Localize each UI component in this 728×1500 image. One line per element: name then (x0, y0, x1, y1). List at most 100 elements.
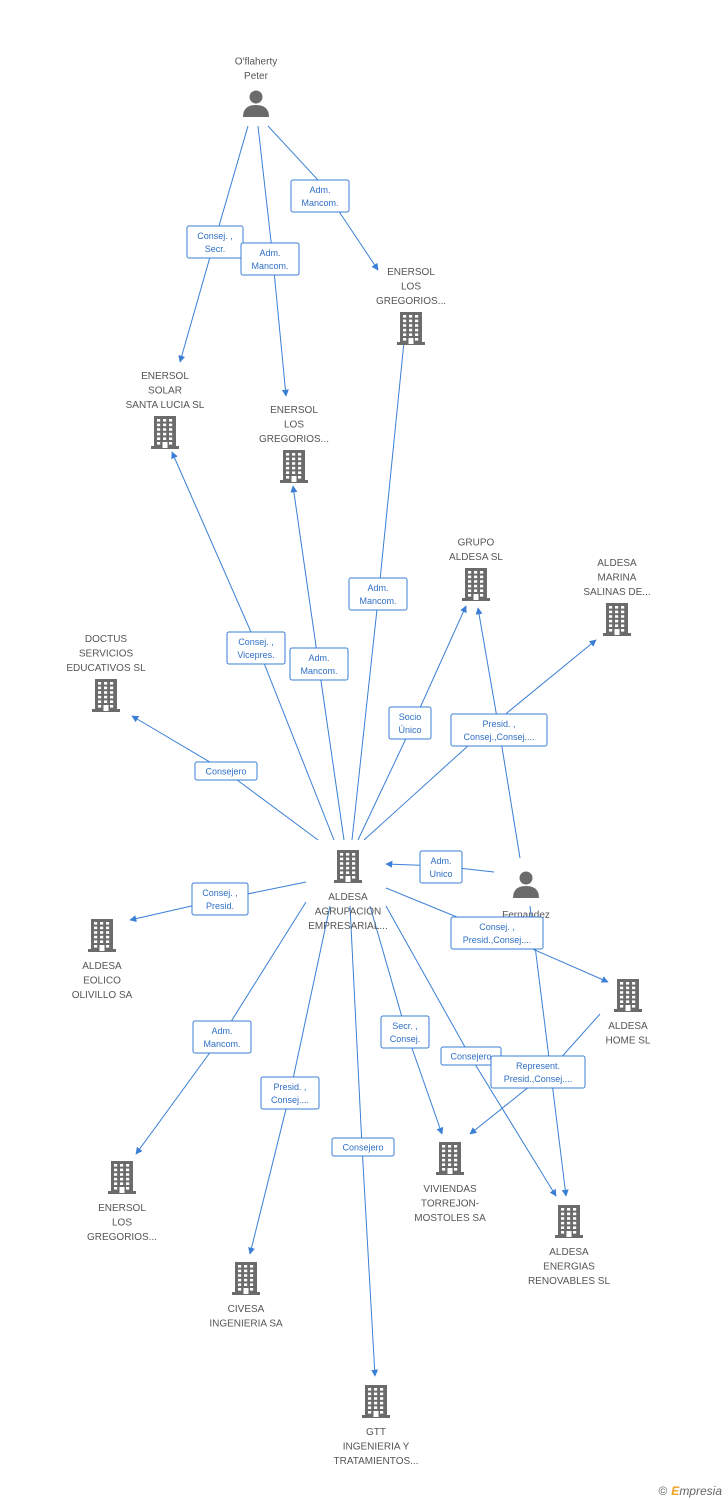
edge-label-box[interactable] (260, 1076, 320, 1110)
company-node-aldesa_agr[interactable]: ALDESAAGRUPACIONEMPRESARIAL... (308, 850, 388, 932)
edge-label-e8[interactable]: Presid. ,Consej.,Consej.... (450, 713, 548, 747)
node-label-line: SOLAR (148, 386, 182, 397)
node-label-line: ALDESA (549, 1247, 589, 1258)
building-icon (334, 850, 362, 883)
edge-label-text: Consej. , (479, 922, 515, 932)
edge-label-e1[interactable]: Adm.Mancom. (290, 179, 350, 213)
edge-label-e20[interactable]: Represent.Presid.,Consej.... (490, 1055, 586, 1089)
company-node-aldesa_energias[interactable]: ALDESA ENERGIAS RENOVABLES SL (528, 1205, 611, 1287)
node-label-line: TRATAMIENTOS... (333, 1456, 418, 1467)
brand-name: mpresia (679, 1484, 722, 1498)
building-icon (92, 679, 120, 712)
node-label-line: ALDESA (597, 558, 637, 569)
edge-label-text: Mancom. (203, 1039, 240, 1049)
edge-label-e2[interactable]: Consej. ,Secr. (186, 225, 244, 259)
edge-label-box[interactable] (331, 1137, 395, 1157)
edge-label-box[interactable] (388, 706, 432, 740)
building-icon (614, 979, 642, 1012)
node-label-line: LOS (284, 420, 304, 431)
edge-label-box[interactable] (419, 850, 463, 884)
edge-label-e12[interactable]: Consej. ,Presid. (191, 882, 249, 916)
node-label-line: EDUCATIVOS SL (66, 663, 146, 674)
edge-label-e18[interactable]: Consejero (440, 1046, 502, 1066)
edge-label-e4[interactable]: Adm.Mancom. (348, 577, 408, 611)
edge-label-e10[interactable]: Consejero (194, 761, 258, 781)
node-label-line: RENOVABLES SL (528, 1276, 611, 1287)
company-node-aldesa_home[interactable]: ALDESA HOME SL (605, 979, 651, 1047)
node-label-line: ENERSOL (141, 371, 189, 382)
edge-label-box[interactable] (191, 882, 249, 916)
node-label-line: CIVESA (228, 1304, 265, 1315)
edge-label-e17[interactable]: Secr. ,Consej. (380, 1015, 430, 1049)
node-label-line: ENERGIAS (543, 1262, 595, 1273)
building-icon (462, 568, 490, 601)
company-node-enersol_greg3[interactable]: ENERSOLLOSGREGORIOS... (87, 1161, 157, 1243)
edge-label-box[interactable] (450, 916, 544, 950)
edge-label-text: Represent. (516, 1061, 560, 1071)
edge-label-text: Consej. , (238, 637, 274, 647)
node-label-line: EMPRESARIAL... (308, 921, 387, 932)
edge-label-box[interactable] (450, 713, 548, 747)
edge-label-text: Secr. , (392, 1021, 418, 1031)
edge-label-box[interactable] (186, 225, 244, 259)
edge-label-box[interactable] (490, 1055, 586, 1089)
edge-labels-layer: Adm.Mancom.Consej. ,Secr.Adm.Mancom.Adm.… (186, 179, 586, 1157)
node-label-line: ENERSOL (387, 267, 435, 278)
edge-label-e14[interactable]: Adm. Mancom. (192, 1020, 252, 1054)
edge-label-box[interactable] (240, 242, 300, 276)
edge-label-e11[interactable]: Adm.Unico (419, 850, 463, 884)
brand-initial: E (671, 1484, 680, 1498)
edge-label-text: Mancom. (251, 261, 288, 271)
edge-label-text: Consej. , (202, 888, 238, 898)
node-label-line: Peter (244, 71, 269, 82)
node-label-line: LOS (112, 1218, 132, 1229)
node-label-line: GRUPO (458, 538, 495, 549)
edge-label-box[interactable] (348, 577, 408, 611)
edge-label-box[interactable] (380, 1015, 430, 1049)
edge-label-box[interactable] (289, 647, 349, 681)
edges-layer (129, 125, 609, 1377)
company-node-enersol_greg2[interactable]: ENERSOLLOSGREGORIOS... (376, 267, 446, 345)
node-label-line: GREGORIOS... (259, 434, 329, 445)
edge-label-e6[interactable]: Adm.Mancom. (289, 647, 349, 681)
edge-label-e13[interactable]: Consej. ,Presid.,Consej.... (450, 916, 544, 950)
building-icon (108, 1161, 136, 1194)
node-label-line: HOME SL (605, 1036, 650, 1047)
edge-label-text: Presid. , (273, 1082, 306, 1092)
edge-label-box[interactable] (226, 631, 286, 665)
edge-label-box[interactable] (194, 761, 258, 781)
edge-label-e16[interactable]: Consejero (331, 1137, 395, 1157)
edge-label-text: Consejero (342, 1143, 383, 1153)
person-icon (243, 90, 269, 117)
node-label-line: GTT (366, 1427, 386, 1438)
edge-label-e5[interactable]: Consej. ,Vicepres. (226, 631, 286, 665)
copyright-symbol: © (658, 1484, 668, 1498)
edge-label-box[interactable] (290, 179, 350, 213)
edge-label-text: Único (398, 725, 421, 735)
edge-label-text: Adm. (211, 1026, 232, 1036)
edge-label-e15[interactable]: Presid. ,Consej.... (260, 1076, 320, 1110)
edge-label-text: Mancom. (301, 198, 338, 208)
building-icon (555, 1205, 583, 1238)
edge-label-text: Mancom. (359, 596, 396, 606)
company-node-enersol_greg1[interactable]: ENERSOLLOSGREGORIOS... (259, 405, 329, 483)
node-label-line: EOLICO (83, 976, 121, 987)
node-label-line: O'flaherty (235, 57, 277, 68)
edge-label-text: Consejero (205, 767, 246, 777)
edge-label-e3[interactable]: Adm.Mancom. (240, 242, 300, 276)
node-label-line: OLIVILLO SA (72, 990, 133, 1001)
edge-label-box[interactable] (192, 1020, 252, 1054)
building-icon (232, 1262, 260, 1295)
node-label-line: ALDESA (608, 1021, 648, 1032)
edge-label-text: Socio (399, 712, 422, 722)
